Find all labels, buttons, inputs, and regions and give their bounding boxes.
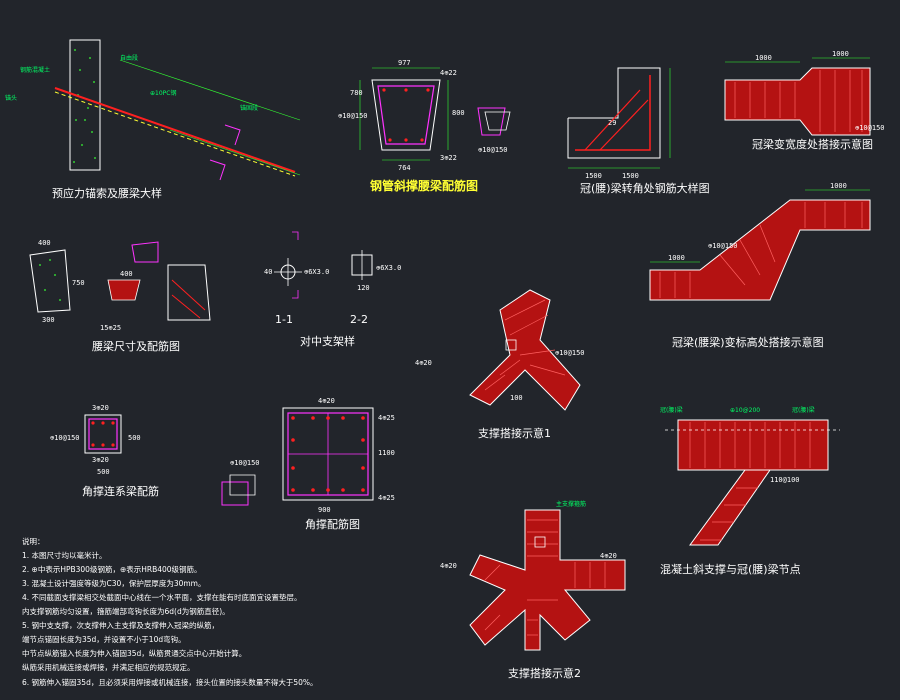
note-line-1: 1. 本图尺寸均以毫米计。 bbox=[22, 550, 107, 560]
label-section-2-2: 2-2 bbox=[350, 313, 368, 326]
dim-800: 800 bbox=[452, 109, 465, 117]
note-line-4: 4. 不同截面支撑梁相交处截面中心线在一个水平面，支撑在能有时底面宜设置垫层。 bbox=[22, 592, 302, 602]
svg-text:钢筋混凝土: 钢筋混凝土 bbox=[20, 66, 50, 74]
dim-205: 29 bbox=[608, 119, 616, 127]
dim-1500: 1500 bbox=[585, 172, 602, 180]
prestress-anchor-detail: 钢筋混凝土 锚头 自由段 ⊕10PC钢 锚固段 预应力锚索及腰梁大样 bbox=[5, 39, 301, 200]
dim-977: 977 bbox=[398, 59, 411, 67]
dim-15c25: 15⊕25 bbox=[100, 324, 121, 332]
note-line-6: 5. 钢中支支撑，次支撑伸入主支撑及支撑伸入冠梁的纵筋， bbox=[22, 620, 219, 630]
dim-400: 400 bbox=[38, 239, 51, 247]
dim-764: 764 bbox=[398, 164, 411, 172]
dim-10a150-b: ⊕10@150 bbox=[478, 146, 508, 154]
dim-1000-b: 1000 bbox=[832, 50, 849, 58]
dim-500-a: 500 bbox=[128, 434, 141, 442]
dim-4c20: 4⊕20 bbox=[415, 359, 432, 367]
dim-10a150: ⊕10@150 bbox=[338, 112, 368, 120]
dim-120: 120 bbox=[357, 284, 370, 292]
dim-10a150-f: ⊕10@150 bbox=[50, 434, 80, 442]
svg-text:冠(腰)梁: 冠(腰)梁 bbox=[792, 406, 815, 414]
note-line-3: 3. 混凝土设计强度等级为C30，保护层厚度为30mm。 bbox=[22, 578, 205, 588]
dim-4c20-d: 4⊕20 bbox=[600, 552, 617, 560]
dim-900: 900 bbox=[318, 506, 331, 514]
general-notes: 说明： 1. 本图尺寸均以毫米计。 2. ⊕中表示HPB300级钢筋，⊕表示HR… bbox=[22, 536, 318, 687]
title-corner-tie: 角撑连系梁配筋 bbox=[82, 484, 159, 498]
dim-6x3: ⊕6X3.0 bbox=[304, 268, 329, 276]
center-support-detail: 40 ⊕6X3.0 ⊕6X3.0 120 1-1 2-2 对中支架样 bbox=[264, 231, 401, 348]
support-overlap-2-detail: 4⊕20 4⊕20 主支撑箍筋 支撑搭接示意2 bbox=[440, 500, 626, 680]
dim-1000-a: 1000 bbox=[755, 54, 772, 62]
title-waist-beam: 腰梁尺寸及配筋图 bbox=[92, 339, 180, 353]
title-concrete-node: 混凝土斜支撑与冠(腰)梁节点 bbox=[660, 562, 801, 576]
dim-3c20-b: 3⊕20 bbox=[92, 456, 109, 464]
waist-beam-dimensions-detail: 400 750 300 400 15⊕25 腰梁尺寸及配筋图 bbox=[29, 239, 211, 353]
dim-100: 100 bbox=[510, 394, 523, 402]
dim-1500-b: 1500 bbox=[622, 172, 639, 180]
dim-10a150-d: ⊕10@150 bbox=[708, 242, 738, 250]
label-section-1-1: 1-1 bbox=[275, 313, 293, 326]
cap-beam-elevation-change-detail: 1000 1000 ⊕10@150 冠梁(腰梁)变标高处搭接示意图 bbox=[649, 182, 871, 349]
notes-heading: 说明： bbox=[22, 536, 45, 546]
svg-text:锚头: 锚头 bbox=[5, 94, 17, 102]
note-line-7: 端节点锚固长度为35d，并设置不小于10d弯钩。 bbox=[22, 634, 186, 644]
svg-text:⊕10PC钢: ⊕10PC钢 bbox=[150, 89, 176, 97]
dim-3c22: 3⊕22 bbox=[440, 154, 457, 162]
title-support-overlap-2: 支撑搭接示意2 bbox=[508, 666, 581, 680]
title-corner-support: 角撑配筋图 bbox=[305, 517, 360, 531]
title-cap-beam-change: 冠梁(腰梁)变标高处搭接示意图 bbox=[672, 335, 824, 349]
dim-3c20-a: 3⊕20 bbox=[92, 404, 109, 412]
support-overlap-1-detail: 4⊕20 ⊕10@150 100 支撑搭接示意1 bbox=[415, 289, 585, 440]
dim-4c20-b: 4⊕20 bbox=[318, 397, 335, 405]
note-line-9: 纵筋采用机械连接或焊接，并满足相应的规范规定。 bbox=[22, 662, 195, 672]
title-support-overlap-1: 支撑搭接示意1 bbox=[478, 426, 551, 440]
width-change-overlap-detail: 1000 1000 ⊕10@150 冠梁变宽度处搭接示意图 bbox=[724, 50, 885, 151]
concrete-diagonal-node-detail: 110@100 冠(腰)梁 ⊕10@200 冠(腰)梁 混凝土斜支撑与冠(腰)梁… bbox=[660, 406, 840, 576]
dim-500-b: 500 bbox=[97, 468, 110, 476]
note-line-2: 2. ⊕中表示HPB300级钢筋，⊕表示HRB400级钢筋。 bbox=[22, 564, 202, 574]
title-steel-pipe: 钢管斜撑腰梁配筋图 bbox=[370, 178, 478, 193]
title-corner-beam: 冠(腰)梁转角处钢筋大样图 bbox=[580, 181, 710, 195]
dim-300: 300 bbox=[42, 316, 55, 324]
corner-beam-rebar-detail: 29 1500 1500 冠(腰)梁转角处钢筋大样图 bbox=[567, 67, 710, 195]
title-width-change: 冠梁变宽度处搭接示意图 bbox=[752, 137, 873, 151]
dim-4c22: 4⊕22 bbox=[440, 69, 457, 77]
svg-text:锚固段: 锚固段 bbox=[240, 104, 258, 112]
dim-10a150-g: ⊕10@150 bbox=[230, 459, 260, 467]
dim-4c25-b: 4⊕25 bbox=[378, 494, 395, 502]
dim-40: 40 bbox=[264, 268, 272, 276]
dim-750: 750 bbox=[72, 279, 85, 287]
dim-110a100: 110@100 bbox=[770, 476, 800, 484]
steel-pipe-waist-beam-detail: 977 4⊕22 780 800 3⊕22 764 ⊕10@150 ⊕10@15… bbox=[338, 59, 511, 193]
dim-10a150-e: ⊕10@150 bbox=[555, 349, 585, 357]
note-line-8: 中节点纵筋锚入长度为伸入锚固35d，纵筋贯通交点中心开始计算。 bbox=[22, 648, 246, 658]
dim-4c25: 4⊕25 bbox=[378, 414, 395, 422]
title-center-support: 对中支架样 bbox=[300, 334, 355, 348]
dim-6x3-b: ⊕6X3.0 bbox=[376, 264, 401, 272]
dim-1100: 1100 bbox=[378, 449, 395, 457]
dim-1000-d: 1000 bbox=[830, 182, 847, 190]
svg-text:冠(腰)梁: 冠(腰)梁 bbox=[660, 406, 683, 414]
dim-4c20-c: 4⊕20 bbox=[440, 562, 457, 570]
corner-support-detail: 4⊕20 4⊕25 1100 4⊕25 900 ⊕10@150 角撑配筋图 bbox=[221, 397, 395, 531]
corner-tie-beam-detail: 3⊕20 ⊕10@150 500 3⊕20 500 角撑连系梁配筋 bbox=[50, 404, 159, 498]
note-line-10: 6. 钢筋伸入锚固35d，且必须采用焊接或机械连接，接头位置的接头数量不得大于5… bbox=[22, 677, 318, 687]
dim-10a150-c: ⊕10@150 bbox=[855, 124, 885, 132]
title-prestress: 预应力锚索及腰梁大样 bbox=[52, 186, 162, 200]
note-line-5: 内支撑钢筋均匀设置，箍筋端部弯钩长度为6d(d为钢筋直径)。 bbox=[22, 606, 230, 616]
dim-780: 780 bbox=[350, 89, 363, 97]
dim-1000-c: 1000 bbox=[668, 254, 685, 262]
svg-text:⊕10@200: ⊕10@200 bbox=[730, 407, 760, 414]
dim-400-b: 400 bbox=[120, 270, 133, 278]
svg-text:自由段: 自由段 bbox=[120, 54, 138, 62]
svg-text:主支撑箍筋: 主支撑箍筋 bbox=[556, 500, 586, 508]
